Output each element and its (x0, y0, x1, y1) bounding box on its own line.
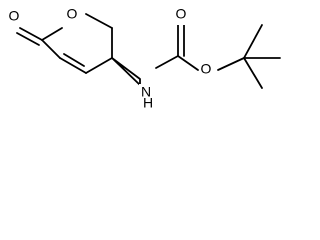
bond-c2-o-carbonyl-2 (16, 32, 40, 46)
bond-o-tert-butyl-carbon (217, 57, 245, 71)
molecule-canvas: O O N H O O (0, 0, 290, 108)
bond-layer (16, 13, 281, 89)
atom-label-amide-nitrogen: N (141, 84, 151, 100)
bond-tert-butyl-methyl-bottom (243, 57, 263, 89)
atom-label-amide-hydrogen: H (143, 95, 153, 108)
bond-c2-o-carbonyl-1 (19, 27, 43, 41)
o-ring-knockout (64, 6, 80, 24)
bond-c2-o1 (41, 27, 63, 41)
bond-c5-c4 (85, 57, 113, 74)
bond-c3-c2 (41, 39, 61, 59)
o-lactone-carbonyl-knockout (7, 8, 23, 26)
bond-c4-c3 (59, 57, 87, 74)
nh-knockout (139, 84, 155, 102)
atom-label-carbamate-carbonyl-oxygen: O (176, 6, 187, 22)
atom-labels: O O N H O O (7, 6, 215, 108)
bond-o1-c6 (85, 13, 113, 29)
chemical-structure-diagram: O O N H O O (7, 6, 281, 108)
atom-label-ring-oxygen: O (67, 6, 78, 22)
stereo-wedge-bond (111, 57, 141, 86)
bond-c4-c3-inner-double (63, 53, 85, 67)
atom-label-carbamate-ester-oxygen: O (201, 61, 212, 77)
o-carbamate-ester-knockout (199, 61, 215, 79)
atom-label-lactone-carbonyl-oxygen: O (9, 8, 20, 24)
bond-n-carbonyl-carbon (155, 55, 179, 69)
o-carbamate-carbonyl-knockout (172, 7, 188, 25)
bond-carbamate-c-o-single (177, 55, 199, 71)
bond-tert-butyl-methyl-top (243, 24, 263, 59)
